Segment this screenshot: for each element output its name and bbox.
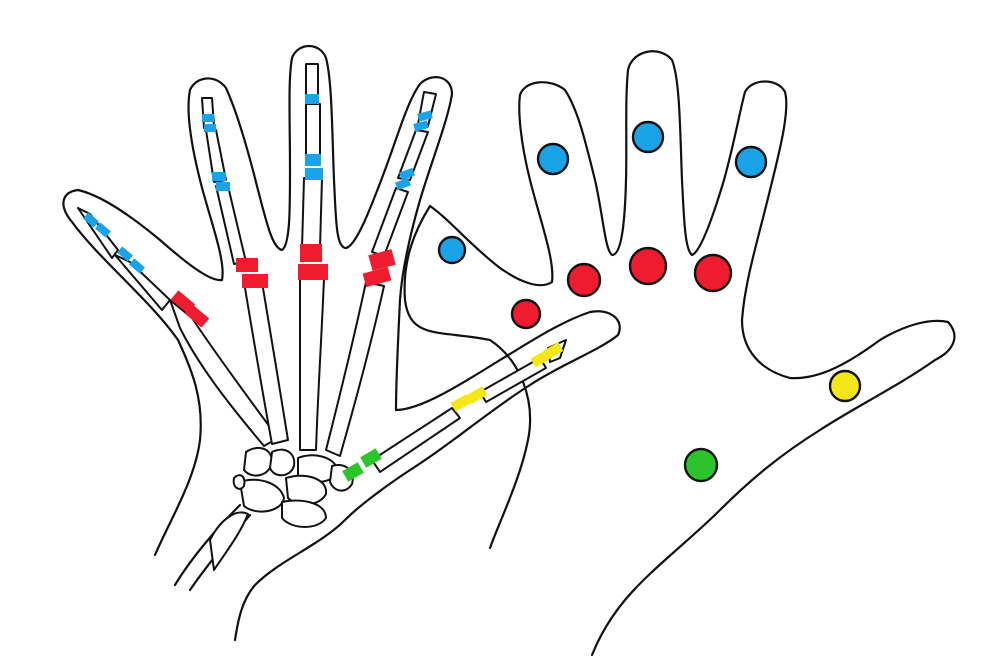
carpal-bones	[209, 446, 354, 571]
middle-finger-mcp-marker-2	[298, 264, 328, 280]
skeleton-thumb-outline	[233, 310, 621, 642]
skeleton-wrist-line	[173, 503, 242, 587]
middle-finger-pip-marker	[305, 154, 321, 166]
little-finger-dip-marker	[83, 212, 99, 228]
middle-finger-pip-marker-2	[305, 168, 323, 180]
skeleton-hand-outline	[62, 44, 454, 557]
skeleton-view-hand	[62, 44, 621, 642]
little-finger-mcp-marker-2	[184, 304, 210, 328]
palm-view-hand	[403, 50, 956, 657]
ring-finger-pip-marker	[212, 172, 226, 181]
ring-finger-mcp-marker	[236, 258, 258, 272]
index-finger-joint-dot	[734, 145, 768, 179]
thumb-ip-dot	[828, 369, 862, 403]
ring-finger-joint-dot	[536, 142, 570, 176]
ring-finger-dip-marker	[202, 114, 214, 122]
little-finger-pip-marker-2	[129, 258, 145, 274]
middle-finger-mcp-marker	[300, 244, 322, 262]
ring-finger-dip-marker-2	[204, 124, 216, 132]
ring-finger-mcp-marker-2	[242, 274, 268, 288]
finger-bones-little	[77, 207, 279, 447]
thumb-cmc-marker-2	[342, 462, 364, 482]
little-finger-dip-marker-2	[95, 222, 111, 238]
little-finger-pip-marker	[117, 246, 133, 262]
thumb-mp-marker	[450, 394, 472, 412]
thumb-ip-marker	[542, 342, 564, 360]
thumb-cmc-marker	[360, 448, 382, 468]
index-finger-mcp-dot	[693, 253, 733, 293]
thumb-mp-marker-2	[466, 386, 488, 404]
index-finger-pip-marker-2	[395, 177, 411, 191]
palm-joint-markers	[437, 120, 862, 483]
middle-finger-dip-marker	[305, 94, 319, 104]
index-finger-dip-marker-2	[413, 120, 429, 132]
little-finger-joint-dot	[437, 235, 467, 265]
index-finger-pip-marker	[399, 167, 415, 181]
middle-finger-joint-dot	[631, 120, 665, 154]
thumb-cmc-dot	[683, 447, 719, 483]
thumb-ip-marker-2	[530, 350, 550, 368]
index-finger-mcp-marker-2	[362, 266, 392, 288]
middle-finger-mcp-dot	[628, 246, 668, 286]
ring-finger-pip-marker-2	[216, 182, 230, 191]
index-finger-dip-marker	[417, 110, 433, 122]
little-finger-mcp-marker	[170, 290, 196, 314]
ring-finger-mcp-dot	[566, 262, 602, 298]
little-finger-mcp-dot	[510, 298, 542, 330]
index-finger-mcp-marker	[368, 249, 396, 271]
palm-hand-outline	[403, 50, 956, 657]
skeleton-joint-markers	[83, 94, 564, 482]
